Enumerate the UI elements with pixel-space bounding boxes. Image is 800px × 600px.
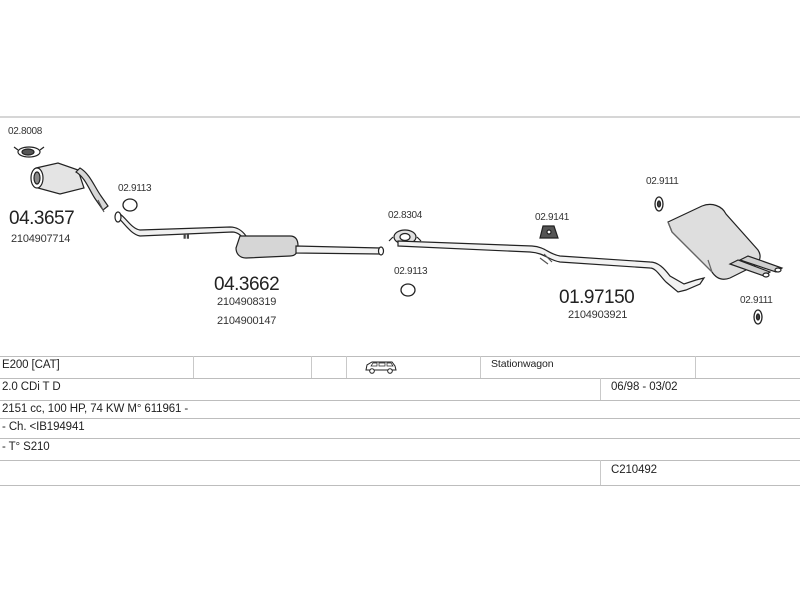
part-number-label: 02.9111 [646,176,679,187]
production-period: 06/98 - 03/02 [611,381,678,393]
table-col-divider [695,356,696,378]
table-col-divider [480,356,481,378]
hanger-mid-part [539,225,559,239]
table-col-divider [346,356,347,378]
part-number-label: 02.9113 [394,266,428,277]
table-line [0,418,800,419]
oe-number-label: 2104903921 [568,309,628,321]
table-line [0,400,800,401]
table-line [0,356,800,357]
part-number-label: 02.8008 [8,126,43,137]
reference-code: C210492 [611,464,657,476]
sealing-ring-mid-part [400,283,416,297]
chassis-range: - Ch. <IB194941 [2,421,85,433]
table-col-divider [311,356,312,378]
rubber-mount-top-part [654,196,664,212]
part-code-label: 01.97150 [559,287,635,308]
oe-number-label: 2104900147 [217,315,277,327]
station-wagon-icon [364,358,398,376]
part-number-label: 02.9141 [535,212,570,223]
type-code: - T° S210 [2,441,50,453]
rubber-mount-bottom-part [753,309,763,325]
oe-number-label: 2104908319 [217,296,277,308]
part-code-label: 04.3662 [214,274,280,295]
table-line [0,460,800,461]
body-type: Stationwagon [491,358,554,370]
engine-specs: 2151 cc, 100 HP, 74 KW M° 611961 - [2,403,189,415]
part-number-label: 02.9111 [740,295,773,306]
vehicle-model: E200 [CAT] [2,359,60,371]
catalytic-converter-part [30,162,109,213]
svg-text:▮▮: ▮▮ [183,234,190,240]
table-line [0,378,800,379]
table-col-divider [600,460,601,485]
table-col-divider [193,356,194,378]
part-code-label: 04.3657 [9,208,75,229]
engine-label: 2.0 CDi T D [2,381,61,393]
table-line [0,438,800,439]
clamp-part-icon [13,146,45,158]
middle-silencer-part: ▮▮ [114,211,385,259]
rear-silencer-part [397,203,784,293]
part-number-label: 02.8304 [388,210,423,221]
sealing-ring-left-part [122,198,138,212]
table-col-divider [600,378,601,400]
oe-number-label: 2104907714 [11,233,71,245]
table-line [0,485,800,486]
part-number-label: 02.9113 [118,183,152,194]
